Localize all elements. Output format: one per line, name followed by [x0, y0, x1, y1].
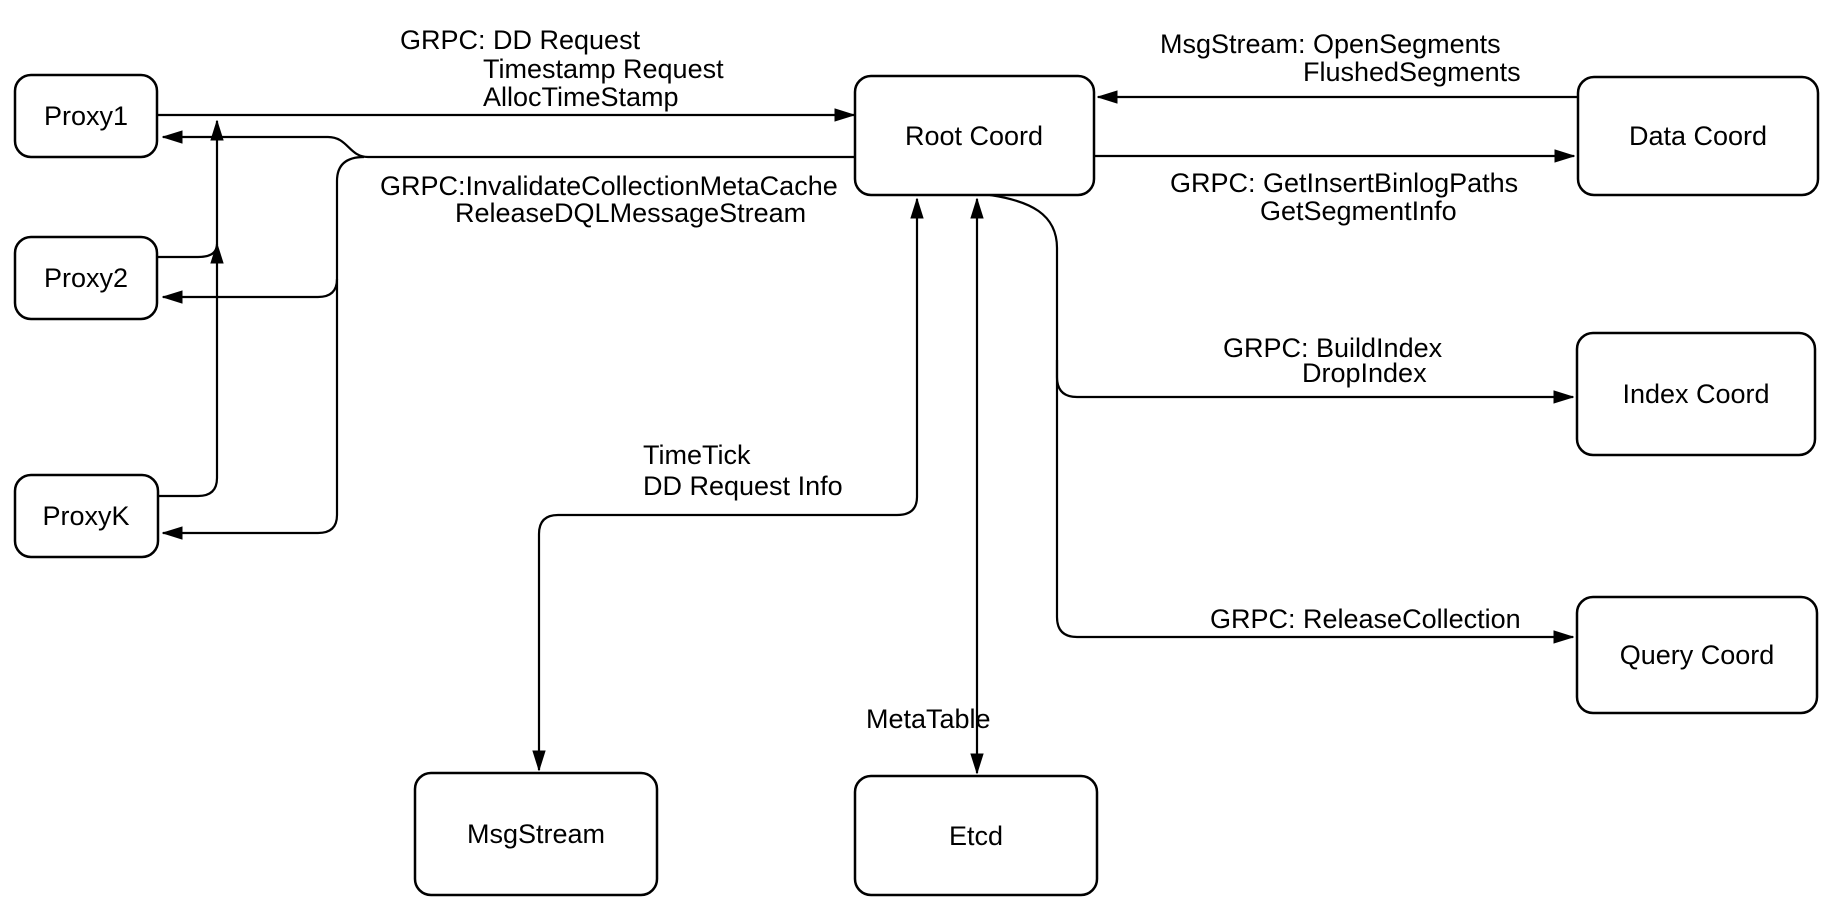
- edge-label-line: GRPC:InvalidateCollectionMetaCache: [380, 171, 838, 201]
- node-root-coord-label: Root Coord: [905, 121, 1043, 151]
- edge-label-line: FlushedSegments: [1303, 57, 1521, 87]
- node-data-coord-label: Data Coord: [1629, 121, 1767, 151]
- node-proxyk: ProxyK: [13, 473, 160, 559]
- node-msgstream: MsgStream: [413, 771, 659, 897]
- edge-label-line: DropIndex: [1302, 358, 1427, 388]
- label-data-to-root: MsgStream: OpenSegments FlushedSegments: [1160, 29, 1521, 87]
- edge-label-line: Timestamp Request: [483, 54, 724, 84]
- edge-rootcoord-to-proxy1: [163, 137, 855, 159]
- node-msgstream-box: [413, 771, 659, 897]
- edge-rootcoord-msgstream: [539, 199, 917, 770]
- node-index-coord-box: [1575, 331, 1817, 457]
- node-proxy2: Proxy2: [13, 235, 159, 321]
- edge-rootcoord-to-proxyk: [163, 155, 365, 533]
- label-root-to-proxies: GRPC:InvalidateCollectionMetaCache Relea…: [380, 171, 838, 228]
- node-index-coord: Index Coord: [1575, 331, 1817, 457]
- edge-label-line: GetSegmentInfo: [1260, 196, 1457, 226]
- node-query-coord: Query Coord: [1575, 595, 1819, 715]
- edge-label-line: TimeTick: [643, 440, 751, 470]
- node-etcd-box: [853, 774, 1099, 897]
- edge-rootcoord-to-proxy2: [163, 278, 339, 297]
- edge-label-line: MsgStream: OpenSegments: [1160, 29, 1501, 59]
- node-etcd-label: Etcd: [949, 821, 1003, 851]
- edge-proxy2-merge-up: [157, 244, 217, 257]
- edge-label-line: MetaTable: [866, 704, 991, 734]
- node-data-coord-box: [1576, 75, 1820, 197]
- edge-label-line: ReleaseDQLMessageStream: [455, 198, 806, 228]
- node-query-coord-box: [1575, 595, 1819, 715]
- edge-label-line: GRPC: ReleaseCollection: [1210, 604, 1521, 634]
- node-data-coord: Data Coord: [1576, 75, 1820, 197]
- node-index-coord-label: Index Coord: [1622, 379, 1769, 409]
- node-proxy2-box: [13, 235, 159, 321]
- node-proxy1-label: Proxy1: [44, 101, 128, 131]
- label-root-etcd: MetaTable: [866, 704, 991, 734]
- label-root-to-query: GRPC: ReleaseCollection: [1210, 604, 1521, 634]
- label-root-msgstream: TimeTick DD Request Info: [643, 440, 843, 501]
- edge-rootcoord-to-querycoord: [1055, 360, 1573, 637]
- node-proxyk-box: [13, 473, 160, 559]
- node-proxy2-label: Proxy2: [44, 263, 128, 293]
- edge-proxyk-merge-up: [158, 121, 217, 498]
- node-msgstream-label: MsgStream: [467, 819, 605, 849]
- label-proxies-to-root: GRPC: DD Request Timestamp Request Alloc…: [400, 25, 724, 112]
- edge-label-line: GRPC: GetInsertBinlogPaths: [1170, 168, 1518, 198]
- edge-label-line: GRPC: DD Request: [400, 25, 641, 55]
- node-proxy1-box: [13, 73, 159, 159]
- edge-label-line: AllocTimeStamp: [483, 82, 679, 112]
- edge-rootcoord-to-indexcoord: [989, 193, 1573, 397]
- node-root-coord-box: [853, 74, 1096, 197]
- node-etcd: Etcd: [853, 774, 1099, 897]
- node-root-coord: Root Coord: [853, 74, 1096, 197]
- node-proxyk-label: ProxyK: [42, 501, 129, 531]
- node-query-coord-label: Query Coord: [1620, 640, 1775, 670]
- edge-label-line: DD Request Info: [643, 471, 843, 501]
- edge-label-line: GRPC: BuildIndex: [1223, 333, 1443, 363]
- label-root-to-data: GRPC: GetInsertBinlogPaths GetSegmentInf…: [1170, 168, 1518, 226]
- node-proxy1: Proxy1: [13, 73, 159, 159]
- label-root-to-index: GRPC: BuildIndex DropIndex: [1223, 333, 1443, 388]
